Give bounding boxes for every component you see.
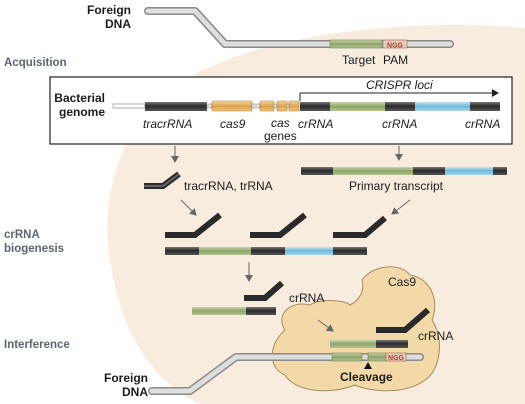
- cleavage-marker: [364, 362, 372, 369]
- crrna-label-1: crRNA: [298, 117, 333, 131]
- cas-gene-2: [276, 100, 288, 112]
- pam-label: PAM: [383, 53, 408, 67]
- genome-track: [112, 100, 500, 112]
- cas9-label: Cas9: [388, 275, 416, 289]
- stage-label-interference: Interference: [4, 339, 70, 351]
- target-segment-bottom-2: [367, 352, 387, 362]
- pam-box-bottom: [385, 352, 407, 362]
- stage-label-crrna: crRNA: [4, 229, 40, 241]
- crispr-repeat-1: [300, 102, 330, 111]
- tracrrna-molecule: [144, 171, 181, 189]
- pam-box-top: [382, 39, 408, 49]
- crispr-repeat-3: [470, 102, 500, 111]
- mature-crrna: [192, 280, 284, 315]
- ngg-label-bottom: NGG: [388, 355, 405, 362]
- primary-transcript-label: Primary transcript: [349, 179, 444, 193]
- tracr-trrna-label: tracrRNA, trRNA: [184, 179, 273, 193]
- target-label: Target: [342, 53, 376, 67]
- foreign-dna-top-line1: Foreign: [87, 3, 131, 17]
- cas-gene-1: [259, 100, 275, 112]
- crispr-loci-arrow: [299, 89, 499, 101]
- tracrrna-gene: [145, 102, 207, 111]
- crispr-spacer-green: [330, 102, 385, 111]
- crispr-spacer-blue: [415, 102, 470, 111]
- crrna-complex-label: crRNA: [418, 329, 453, 343]
- crispr-repeat-2: [385, 102, 415, 111]
- cleavage-label: Cleavage: [340, 370, 393, 384]
- cas9-gene-label: cas9: [220, 117, 246, 131]
- crrna-tracr-duplex: [165, 212, 387, 255]
- cas9-crrna-complex: [330, 307, 430, 348]
- crrna-label-3: crRNA: [465, 117, 500, 131]
- cas-gene-3: [288, 100, 300, 112]
- genome-title-line2: genome: [59, 105, 105, 119]
- target-segment-bottom: [331, 352, 363, 362]
- primary-transcript: [301, 167, 507, 175]
- foreign-dna-top-line2: DNA: [105, 17, 131, 31]
- stage-label-biogenesis: biogenesis: [4, 243, 64, 255]
- genome-title-line1: Bacterial: [54, 91, 105, 105]
- arrow-tracr-to-duplex: [180, 199, 197, 216]
- foreign-dna-top: NGG: [144, 7, 454, 50]
- target-segment: [329, 39, 383, 49]
- foreign-dna-bottom-line2: DNA: [122, 385, 148, 399]
- crispr-loci-label: CRISPR loci: [366, 78, 433, 92]
- cas9-gene: [211, 100, 253, 112]
- foreign-dna-bottom: NGG: [148, 352, 424, 395]
- crrna-label-2: crRNA: [382, 117, 417, 131]
- arrow-transcript-to-duplex: [391, 199, 411, 215]
- ngg-label-top: NGG: [387, 43, 404, 50]
- tracrrna-gene-label: tracrRNA: [143, 117, 192, 131]
- cas-genes-label-line1: cas: [271, 116, 290, 130]
- crrna-mid-label: crRNA: [289, 291, 324, 305]
- foreign-dna-bottom-line1: Foreign: [104, 371, 148, 385]
- arrow-to-cas9: [317, 319, 334, 332]
- cas-genes-label-line2: genes: [264, 129, 297, 143]
- stage-label-acquisition: Acquisition: [4, 57, 67, 69]
